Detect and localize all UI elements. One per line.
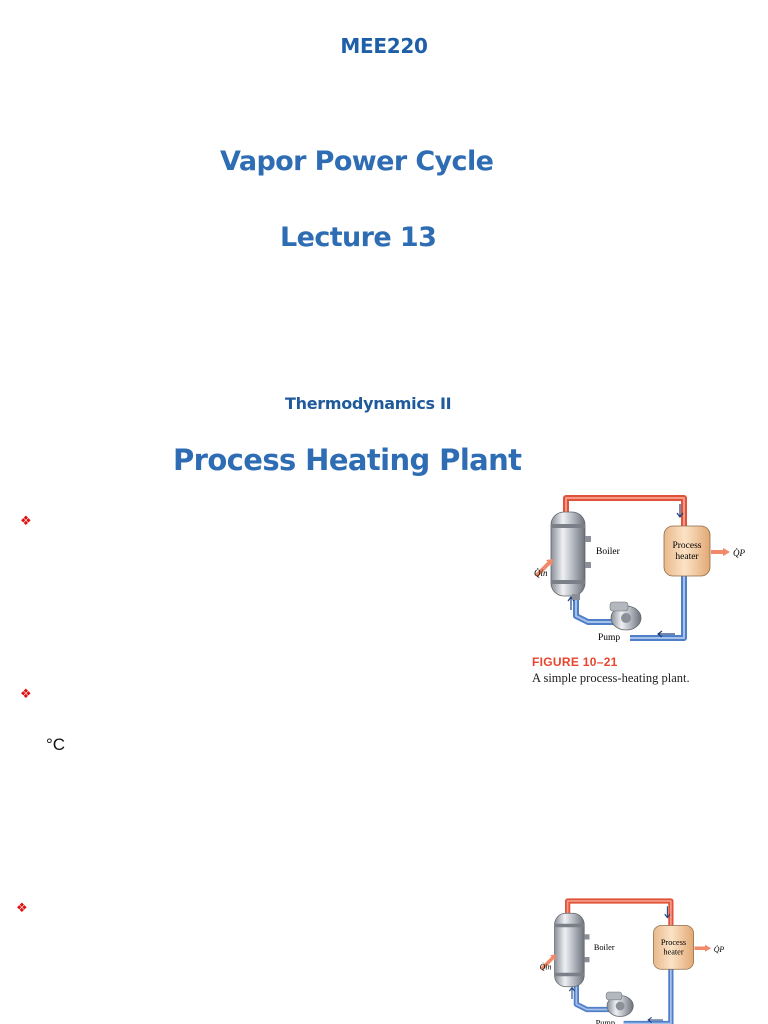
cycle-title: Vapor Power Cycle — [220, 146, 494, 177]
process-heater-label-line1: Process — [672, 541, 701, 551]
subject-title: Thermodynamics II — [285, 394, 452, 413]
q-in-label: Q̇in — [540, 962, 552, 971]
process-heater-label-line2: heater — [663, 947, 684, 956]
plant-diagram: Q̇in Boiler Process heater Q̇P Pump — [534, 495, 745, 643]
bullet-icon: ❖ — [20, 686, 32, 701]
figure-caption: A simple process-heating plant. — [532, 671, 690, 685]
process-heater-label-line2: heater — [675, 552, 699, 562]
process-heating-plant-figure: Q̇in Boiler Process heater Q̇P Pump — [528, 490, 758, 650]
lecture-title: Lecture 13 — [280, 222, 437, 253]
plant-diagram-small: Q̇in Boiler Process heater Q̇P Pump — [540, 898, 725, 1024]
bullet-icon: ❖ — [20, 513, 32, 528]
course-code: MEE220 — [340, 34, 428, 58]
q-p-label: Q̇P — [714, 944, 725, 953]
bullet-icon: ❖ — [16, 900, 28, 915]
process-heating-plant-figure-small: Q̇in Boiler Process heater Q̇P Pump — [530, 894, 740, 1024]
q-in-label: Q̇in — [534, 568, 548, 578]
degree-celsius-text: °C — [46, 735, 66, 754]
boiler-label: Boiler — [596, 547, 621, 557]
section-title: Process Heating Plant — [173, 443, 522, 477]
boiler-label: Boiler — [594, 943, 615, 952]
pump-label: Pump — [596, 1018, 615, 1024]
figure-number: FIGURE 10–21 — [532, 655, 618, 669]
q-p-label: Q̇P — [733, 548, 745, 558]
pump-label: Pump — [598, 633, 620, 643]
process-heater-label-line1: Process — [661, 938, 686, 947]
